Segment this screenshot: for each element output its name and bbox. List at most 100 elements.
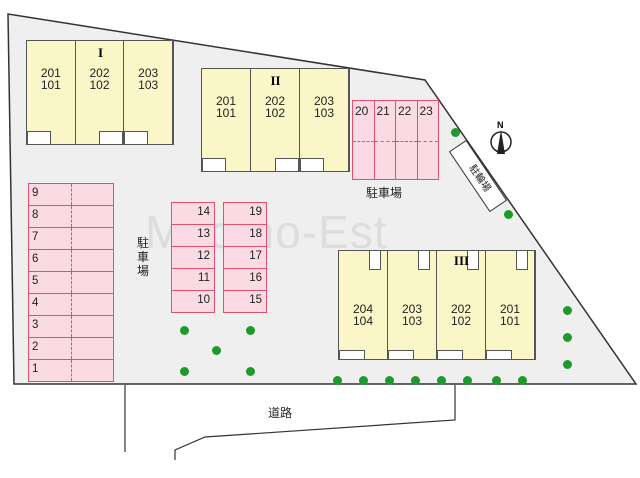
tree-icon: [246, 367, 255, 376]
tree-icon: [504, 210, 513, 219]
stall-number: 9: [32, 187, 39, 199]
unit-number-upper: 201: [499, 302, 521, 316]
balcony: [486, 350, 512, 359]
parking-stall: 7: [28, 227, 114, 250]
unit-number-lower: 102: [264, 106, 286, 120]
stall-number: 15: [249, 294, 262, 306]
tree-icon: [518, 376, 527, 385]
stall-divider: [71, 338, 72, 359]
building-name: III: [453, 253, 470, 268]
tree-icon: [333, 376, 342, 385]
stall-number: 19: [249, 206, 262, 218]
building-name: I: [97, 45, 104, 60]
unit-number-upper: 203: [401, 302, 423, 316]
parking-stall: 17: [223, 246, 267, 269]
tree-icon: [463, 376, 472, 385]
stall-number: 21: [376, 104, 390, 118]
parking-stall: 12: [171, 246, 215, 269]
tree-icon: [563, 333, 572, 342]
stall-divider: [71, 228, 72, 249]
tree-icon: [563, 360, 572, 369]
entrance-porch: [27, 131, 51, 144]
parking-stall: 21: [373, 100, 396, 180]
tree-icon: [212, 346, 221, 355]
entrance-porch: [99, 131, 124, 144]
parking-label-top: 駐車場: [366, 186, 403, 200]
stall-number: 22: [398, 104, 412, 118]
entrance-porch: [124, 131, 149, 144]
parking-stall: 18: [223, 224, 267, 247]
tree-icon: [180, 367, 189, 376]
balcony: [388, 350, 414, 359]
unit-number-lower: 103: [313, 106, 335, 120]
stall-number: 10: [197, 294, 210, 306]
stall-divider: [71, 272, 72, 293]
stall-number: 12: [197, 250, 210, 262]
north-arrow-icon: N: [489, 120, 513, 156]
stall-number: 2: [32, 341, 39, 353]
tree-icon: [437, 376, 446, 385]
parking-stall: 22: [395, 100, 418, 180]
stall-number: 14: [197, 206, 210, 218]
parking-stall: 11: [171, 268, 215, 291]
tree-icon: [359, 376, 368, 385]
parking-stall: 6: [28, 249, 114, 272]
stall-number: 20: [355, 104, 369, 118]
stall-number: 17: [249, 250, 262, 262]
north-label: N: [497, 120, 504, 130]
tree-icon: [492, 376, 501, 385]
stall-divider: [71, 184, 72, 205]
parking-stall: 23: [416, 100, 439, 180]
stall-number: 1: [32, 363, 39, 375]
parking-stall: 15: [223, 290, 267, 313]
unit-number-lower: 102: [89, 78, 110, 92]
stall-number: 18: [249, 228, 262, 240]
parking-stall: 4: [28, 293, 114, 316]
entrance-porch: [467, 251, 479, 270]
stall-number: 16: [249, 272, 262, 284]
stall-number: 3: [32, 319, 39, 331]
stall-number: 6: [32, 253, 39, 265]
parking-stall: 2: [28, 337, 114, 360]
unit-number-upper: 202: [89, 66, 110, 80]
stall-number: 23: [419, 104, 433, 118]
unit-number-upper: 202: [450, 302, 472, 316]
stall-divider: [353, 141, 374, 142]
unit-number-lower: 101: [215, 106, 237, 120]
tree-icon: [246, 326, 255, 335]
parking-stall: 8: [28, 205, 114, 228]
stall-number: 8: [32, 209, 39, 221]
entrance-porch: [516, 251, 528, 270]
stall-number: 11: [198, 272, 210, 284]
tree-icon: [563, 306, 572, 315]
stall-divider: [417, 141, 438, 142]
bicycle-parking: [448, 139, 508, 213]
parking-stall: 3: [28, 315, 114, 338]
parking-stall: 20: [352, 100, 375, 180]
stall-divider: [374, 141, 395, 142]
unit-number-upper: 203: [138, 66, 159, 80]
building-name: II: [270, 73, 281, 88]
stall-number: 5: [32, 275, 39, 287]
unit-number-upper: 201: [40, 66, 61, 80]
stall-divider: [71, 294, 72, 315]
stall-divider: [396, 141, 417, 142]
stall-number: 13: [197, 228, 210, 240]
stall-divider: [71, 206, 72, 227]
stall-number: 4: [32, 297, 39, 309]
tree-icon: [451, 128, 460, 137]
stall-divider: [71, 316, 72, 337]
unit-number-upper: 202: [264, 94, 286, 108]
entrance-porch: [300, 158, 324, 171]
parking-stall: 10: [171, 290, 215, 313]
